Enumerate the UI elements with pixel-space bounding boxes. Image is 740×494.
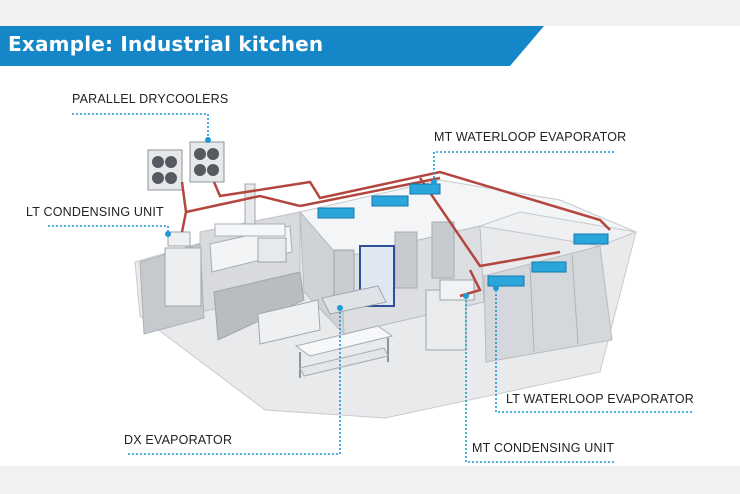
callout-lines [48, 113, 692, 463]
drycooler-unit [189, 141, 225, 183]
fridge-cabinet [164, 247, 202, 307]
drycooler-unit [147, 149, 183, 191]
bottom-strip [0, 466, 740, 494]
top-strip [0, 0, 740, 26]
callout-parallel-drycoolers: PARALLEL DRYCOOLERS [72, 92, 229, 106]
callout-line-mt-waterloop-evaporator [433, 151, 614, 180]
partition-wall [213, 271, 305, 341]
prep-table [294, 325, 394, 357]
callout-mt-condensing-unit: MT CONDENSING UNIT [472, 441, 615, 455]
door-panel [333, 249, 355, 297]
callout-line-parallel-drycoolers [72, 113, 209, 138]
title-banner-shape [0, 26, 544, 66]
display-counter [257, 299, 321, 345]
lt-condensing-unit [167, 231, 191, 247]
cold-room-right-front [483, 245, 613, 363]
callout-line-lt-waterloop-evaporator [495, 290, 692, 413]
mt-evaporators [317, 183, 441, 219]
prep-table-shelf [299, 347, 389, 377]
lt-evaporators [487, 233, 609, 287]
refrigerant-pipes [180, 170, 611, 298]
callout-lt-condensing-unit: LT CONDENSING UNIT [26, 205, 164, 219]
page-title: Example: Industrial kitchen [8, 32, 324, 56]
callout-lt-waterloop-evaporator: LT WATERLOOP EVAPORATOR [506, 392, 694, 406]
door [394, 231, 418, 289]
callout-line-mt-condensing-unit [465, 296, 614, 463]
exhaust-hood [214, 223, 286, 237]
callout-mt-waterloop-evaporator: MT WATERLOOP EVAPORATOR [434, 130, 627, 144]
callout-dots [165, 137, 499, 311]
oven [257, 237, 287, 263]
door [431, 221, 455, 279]
chimney [244, 183, 256, 225]
callout-dx-evaporator: DX EVAPORATOR [124, 433, 233, 447]
title-banner: Example: Industrial kitchen [0, 26, 544, 66]
callout-line-lt-condensing-unit [48, 225, 169, 232]
mt-condensing-unit [439, 279, 475, 301]
callout-line-dx-evaporator [128, 310, 341, 455]
